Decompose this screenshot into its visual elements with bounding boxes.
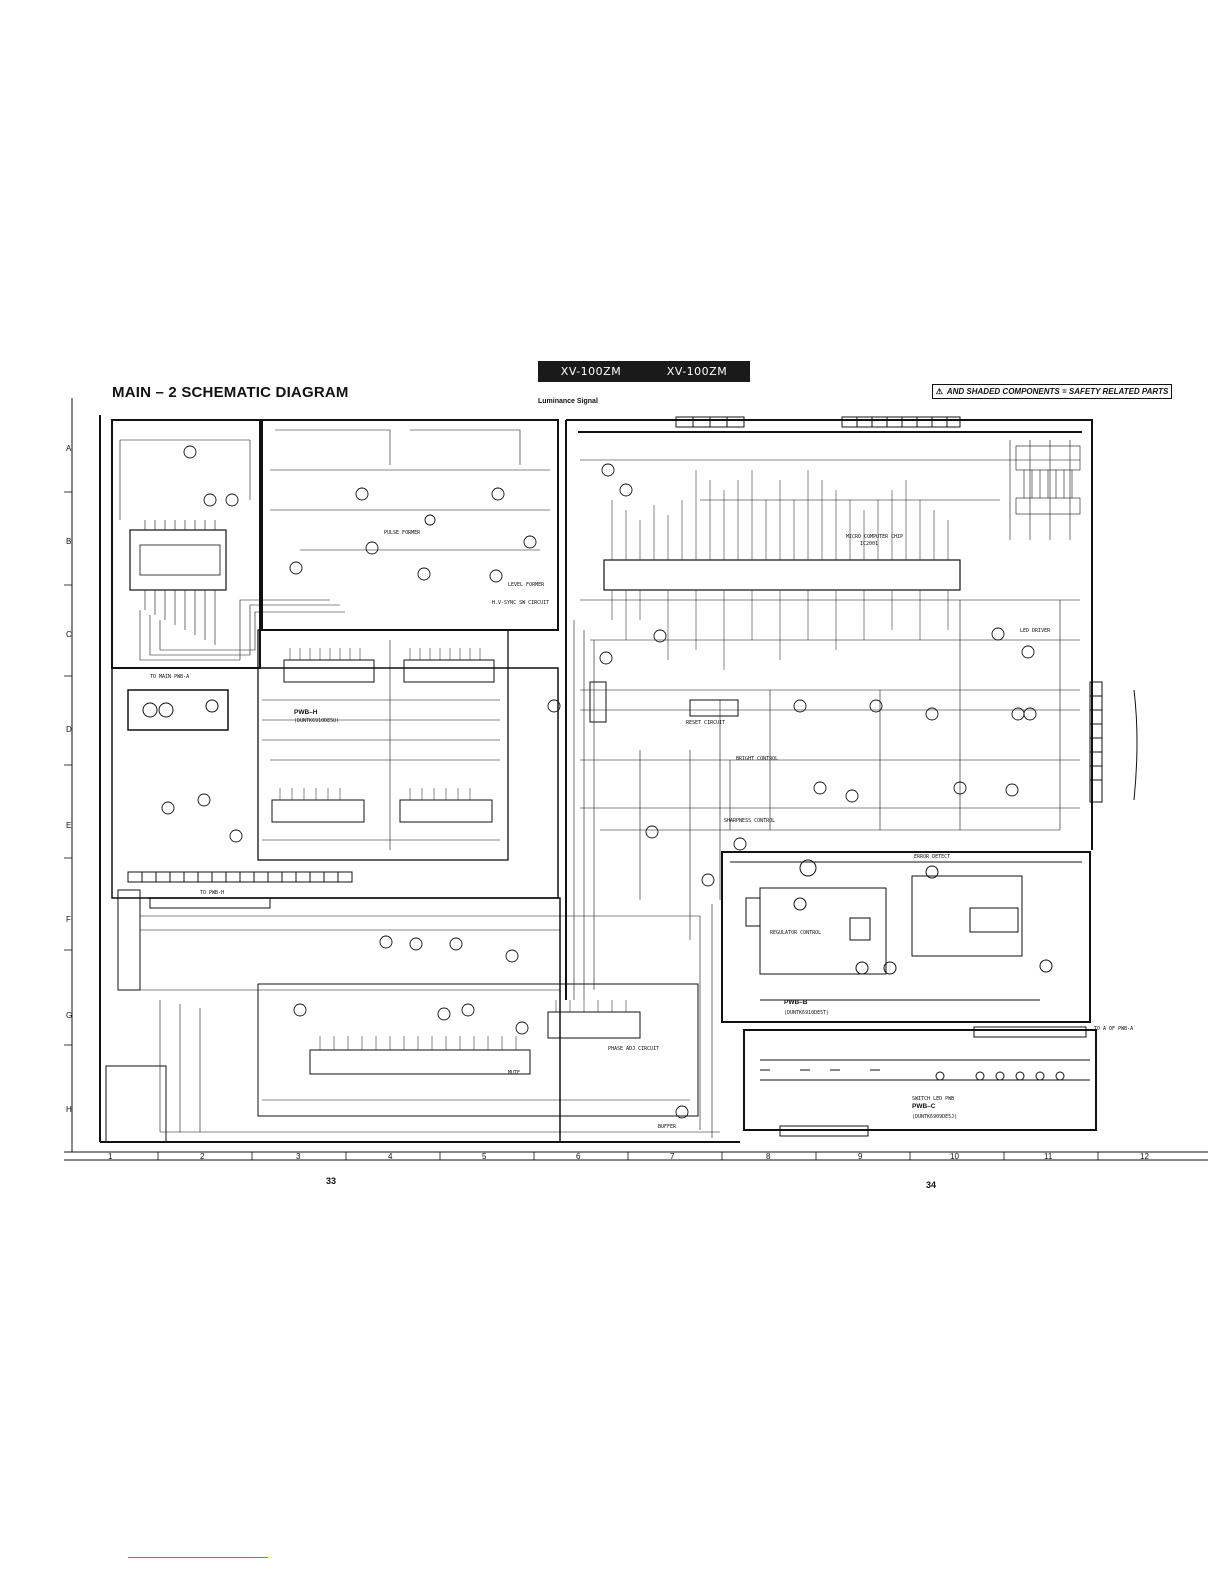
column-number: 5 xyxy=(482,1152,487,1161)
pwb-b-code: (DUNTK6910DE5T) xyxy=(784,1010,829,1016)
to-main-pwb-a-label: TO MAIN PWB-A xyxy=(150,674,189,680)
connector-d-right xyxy=(1089,681,1138,803)
micro-computer-ic xyxy=(603,559,961,591)
row-letter: E xyxy=(66,821,71,830)
micro-computer-label: MICRO COMPUTER CHIP xyxy=(846,534,903,540)
regulator-label: REGULATOR CONTROL xyxy=(770,930,821,936)
warning-triangle-icon: ⚠ xyxy=(935,387,943,396)
mute-label: MUTE xyxy=(508,1070,520,1076)
transistors-bottom xyxy=(293,935,689,1119)
pwb-h-ics xyxy=(257,629,509,861)
column-number: 3 xyxy=(296,1152,301,1161)
model-right: XV-100ZM xyxy=(666,365,728,378)
reset-ic xyxy=(589,681,739,723)
column-number: 8 xyxy=(766,1152,771,1161)
column-number: 1 xyxy=(108,1152,113,1161)
row-letter: B xyxy=(66,537,71,546)
pwb-h-pins xyxy=(279,648,481,800)
to-pwb-h-label: TO PWB-H xyxy=(200,890,224,896)
bottom-left-wiring xyxy=(140,904,720,1138)
block-bottom-left xyxy=(105,889,699,1143)
row-letter: G xyxy=(66,1011,72,1020)
micro-ic-pins xyxy=(611,470,949,670)
page-title: MAIN – 2 SCHEMATIC DIAGRAM xyxy=(112,384,349,401)
row-ticks xyxy=(64,491,72,1046)
level-former-label: LEVEL FORMER xyxy=(508,582,545,588)
pwb-c-label: PWB–C xyxy=(912,1103,936,1110)
sharpness-label: SHARPNESS CONTROL xyxy=(724,818,775,824)
bus-lines-left xyxy=(119,429,550,661)
model-left: XV-100ZM xyxy=(560,365,622,378)
column-number: 6 xyxy=(576,1152,581,1161)
row-letter: A xyxy=(66,444,72,453)
column-ticks xyxy=(157,1152,1099,1160)
reset-circuit-label: RESET CIRCUIT xyxy=(686,720,725,726)
connector-a-top xyxy=(675,416,961,428)
pwb-h-wiring xyxy=(262,640,500,850)
subtitle: Luminance Signal xyxy=(538,398,598,405)
footer-rule xyxy=(128,1557,268,1558)
row-letters: A B C D E F G H xyxy=(66,444,72,1114)
pwb-c-parts xyxy=(760,1026,1090,1137)
column-number: 12 xyxy=(1140,1152,1149,1161)
micro-ic-label: IC2001 xyxy=(860,541,878,547)
connector-f-strip xyxy=(127,871,353,883)
block-labels: PWB–H (DUNTK6910DE5U) PWB–B (DUNTK6910DE… xyxy=(150,530,1133,1130)
error-detect-label: ERROR DETECT xyxy=(914,854,950,860)
safety-note: ⚠ AND SHADED COMPONENTS = SAFETY RELATED… xyxy=(932,384,1172,399)
to-pwb-a-label: TO A OF PWB-A xyxy=(1094,1026,1133,1032)
transistors-left-bottom xyxy=(161,793,243,843)
column-number: 10 xyxy=(950,1152,959,1161)
block-pwb-c xyxy=(743,1029,1097,1131)
micro-wiring xyxy=(580,440,1080,831)
row-letter: D xyxy=(66,725,72,734)
bottom-left-pins xyxy=(319,1000,627,1050)
model-banner: XV-100ZM XV-100ZM xyxy=(538,361,750,382)
page-number-left: 33 xyxy=(326,1176,337,1186)
block-pwb-b xyxy=(721,851,1091,1023)
bright-control-label: BRIGHT CONTROL xyxy=(736,756,778,762)
switch-led-label: SWITCH LED PWB xyxy=(912,1096,954,1102)
column-number: 7 xyxy=(670,1152,675,1161)
row-letter: F xyxy=(66,915,71,924)
column-number: 4 xyxy=(388,1152,393,1161)
column-numbers: 1 2 3 4 5 6 7 8 9 10 11 12 xyxy=(108,1152,1149,1161)
pwb-c-code: (DUNTK6909DE5J) xyxy=(912,1114,957,1120)
pwb-b-label: PWB–B xyxy=(784,999,808,1006)
pwb-h-label: PWB–H xyxy=(294,709,318,716)
hv-sync-label: H.V-SYNC SW CIRCUIT xyxy=(492,600,549,606)
safety-note-text: AND SHADED COMPONENTS = SAFETY RELATED P… xyxy=(946,387,1169,396)
column-number: 11 xyxy=(1044,1152,1053,1161)
page-number-right: 34 xyxy=(926,1180,937,1190)
pwb-b-parts xyxy=(730,859,1082,1001)
block-sync-section xyxy=(111,419,559,899)
row-letter: C xyxy=(66,630,72,639)
led-driver-label: LED DRIVER xyxy=(1020,628,1051,634)
buffer-label: BUFFER xyxy=(658,1124,677,1130)
transistors-right xyxy=(547,463,1037,887)
phase-adj-label: PHASE ADJ CIRCUIT xyxy=(608,1046,659,1052)
column-number: 2 xyxy=(200,1152,205,1161)
ic-top-left-package xyxy=(129,529,227,591)
pulse-former-label: PULSE FORMER xyxy=(384,530,421,536)
mid-right-wiring xyxy=(573,600,1061,1000)
ic-pins-tl xyxy=(144,520,216,645)
block-micro-section xyxy=(565,419,1093,1000)
led-ladder xyxy=(1015,445,1081,515)
transistors-top xyxy=(183,445,537,583)
column-number: 9 xyxy=(858,1152,863,1161)
pwb-h-code: (DUNTK6910DE5U) xyxy=(294,718,339,724)
row-letter: H xyxy=(66,1105,72,1114)
power-connector xyxy=(127,689,229,731)
